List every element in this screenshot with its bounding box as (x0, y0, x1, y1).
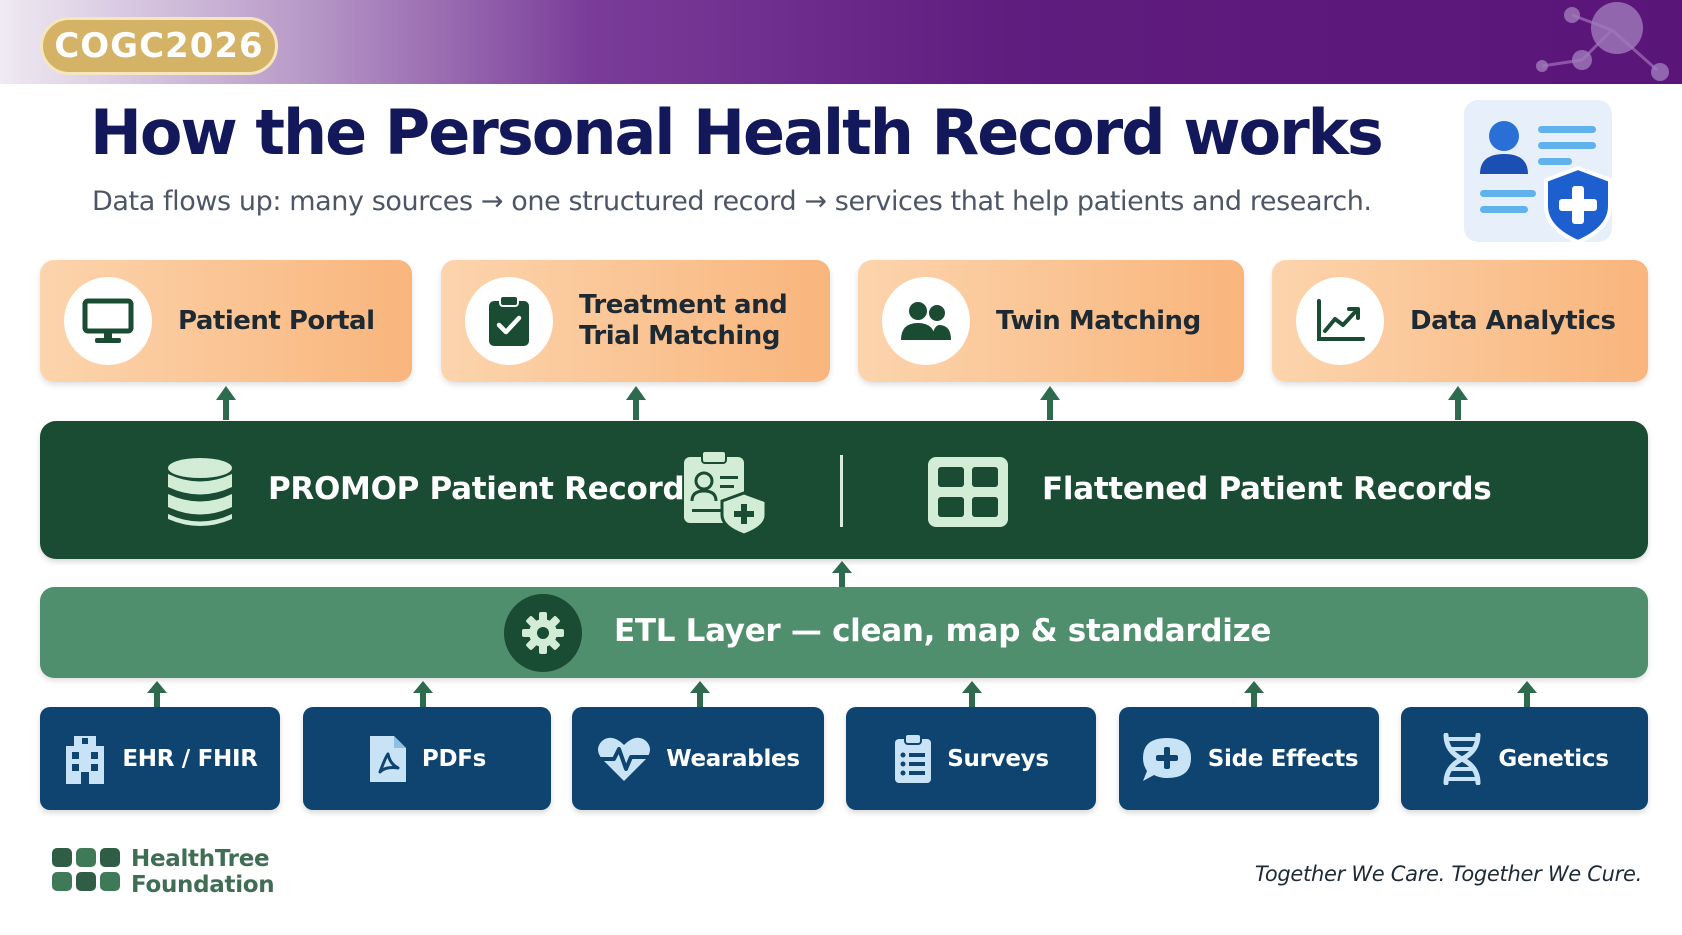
service-label: Twin Matching (996, 305, 1201, 336)
service-card-data-analytics: Data Analytics (1272, 260, 1648, 382)
service-label: Patient Portal (178, 305, 375, 336)
source-ehr-fhir: EHR / FHIR (40, 707, 280, 810)
org-name-line2: Foundation (131, 872, 275, 898)
service-card-patient-portal: Patient Portal (40, 260, 412, 382)
molecule-icon (1536, 2, 1669, 81)
promop-record-label: PROMOP Patient Record (268, 471, 685, 507)
arrow-up-icon (147, 681, 167, 707)
source-label: PDFs (421, 745, 487, 772)
source-surveys: Surveys (846, 707, 1096, 810)
etl-layer: ETL Layer — clean, map & standardize (40, 587, 1648, 678)
source-label: Surveys (947, 745, 1049, 772)
source-pdfs: PDFs (303, 707, 551, 810)
patient-record-layer: PROMOP Patient Record Flattened Patient … (40, 421, 1648, 559)
source-side-effects: Side Effects (1119, 707, 1379, 810)
monitor-icon (64, 277, 152, 365)
source-label: Side Effects (1207, 745, 1359, 772)
source-label: EHR / FHIR (122, 745, 258, 772)
pdf-icon (369, 735, 406, 782)
arrow-up-icon (413, 681, 433, 707)
event-badge: COGC2026 (40, 17, 278, 75)
service-label: Treatment and Trial Matching (579, 290, 788, 351)
flattened-records-label: Flattened Patient Records (1042, 471, 1492, 507)
arrow-up-icon (626, 386, 646, 420)
layer-divider (840, 455, 843, 527)
patient-record-shield-icon (684, 451, 768, 535)
arrow-up-icon (1448, 386, 1468, 420)
arrow-up-icon (1244, 681, 1264, 707)
header-banner: COGC2026 (0, 0, 1682, 84)
tagline: Together We Care. Together We Cure. (1254, 862, 1642, 886)
org-name-line1: HealthTree (131, 846, 270, 872)
arrow-up-icon (1517, 681, 1537, 707)
arrow-up-icon (690, 681, 710, 707)
source-wearables: Wearables (572, 707, 824, 810)
heart-pulse-icon (598, 737, 651, 781)
service-card-trial-matching: Treatment and Trial Matching (441, 260, 830, 382)
service-label: Data Analytics (1410, 305, 1616, 336)
health-record-shield-icon (1464, 100, 1612, 245)
chat-plus-icon (1142, 737, 1191, 781)
arrow-up-icon (1040, 386, 1060, 420)
gear-icon (504, 594, 582, 672)
source-label: Genetics (1498, 745, 1609, 772)
people-icon (882, 277, 970, 365)
source-label: Wearables (666, 745, 800, 772)
clipboard-list-icon (895, 732, 932, 783)
hospital-icon (66, 735, 105, 784)
arrow-up-icon (962, 681, 982, 707)
service-card-twin-matching: Twin Matching (858, 260, 1244, 382)
page-title: How the Personal Health Record works (90, 96, 1384, 169)
source-genetics: Genetics (1401, 707, 1648, 810)
dna-icon (1443, 732, 1481, 785)
arrow-up-icon (216, 386, 236, 420)
database-icon (168, 458, 232, 526)
line-chart-icon (1296, 277, 1384, 365)
clipboard-check-icon (465, 277, 553, 365)
org-name: HealthTree Foundation (131, 846, 275, 898)
etl-label: ETL Layer — clean, map & standardize (614, 613, 1272, 649)
page-subtitle: Data flows up: many sources → one struct… (92, 186, 1372, 217)
arrow-up-icon (832, 561, 852, 587)
healthtree-logo-icon (52, 848, 120, 891)
grid-table-icon (928, 457, 1008, 527)
